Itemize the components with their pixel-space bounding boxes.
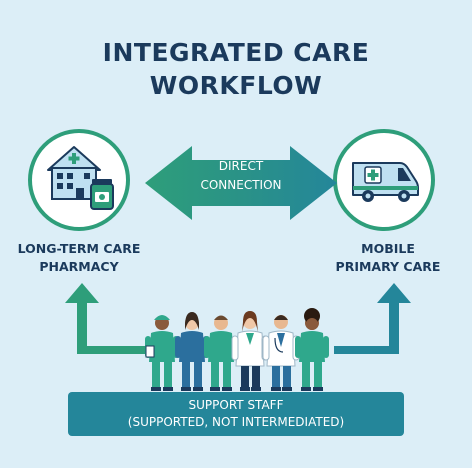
diagram-title: INTEGRATED CARE WORKFLOW (0, 36, 472, 102)
direct-connection-arrow (145, 146, 337, 220)
left-node-label: LONG-TERM CARE PHARMACY (4, 240, 154, 276)
support-staff-label: SUPPORT STAFF (SUPPORTED, NOT INTERMEDIA… (68, 397, 404, 431)
staff-person-1 (145, 315, 179, 391)
right-node-label-line-2: PRIMARY CARE (335, 259, 441, 274)
support-staff-group (145, 308, 329, 391)
staff-person-5 (262, 315, 300, 391)
connection-label-line-1: DIRECT (218, 159, 264, 173)
title-line-2: WORKFLOW (149, 71, 323, 100)
support-staff-box (68, 392, 404, 436)
right-up-arrow (334, 283, 411, 354)
left-node-label-line-2: PHARMACY (39, 259, 119, 274)
connection-label-line-2: CONNECTION (200, 178, 282, 192)
right-node-label: MOBILE PRIMARY CARE (318, 240, 458, 276)
title-line-1: INTEGRATED CARE (102, 38, 370, 67)
left-up-arrow (65, 283, 146, 354)
ambulance-van-icon (352, 162, 419, 202)
support-staff-label-line-1: SUPPORT STAFF (188, 398, 284, 412)
hospital-pharmacy-icon (47, 146, 114, 210)
connection-label: DIRECT CONNECTION (185, 157, 297, 195)
staff-person-6 (295, 308, 329, 391)
support-staff-label-line-2: (SUPPORTED, NOT INTERMEDIATED) (127, 415, 345, 429)
left-node-label-line-1: LONG-TERM CARE (17, 241, 141, 256)
right-node-label-line-1: MOBILE (361, 241, 415, 256)
staff-person-2 (175, 312, 209, 391)
